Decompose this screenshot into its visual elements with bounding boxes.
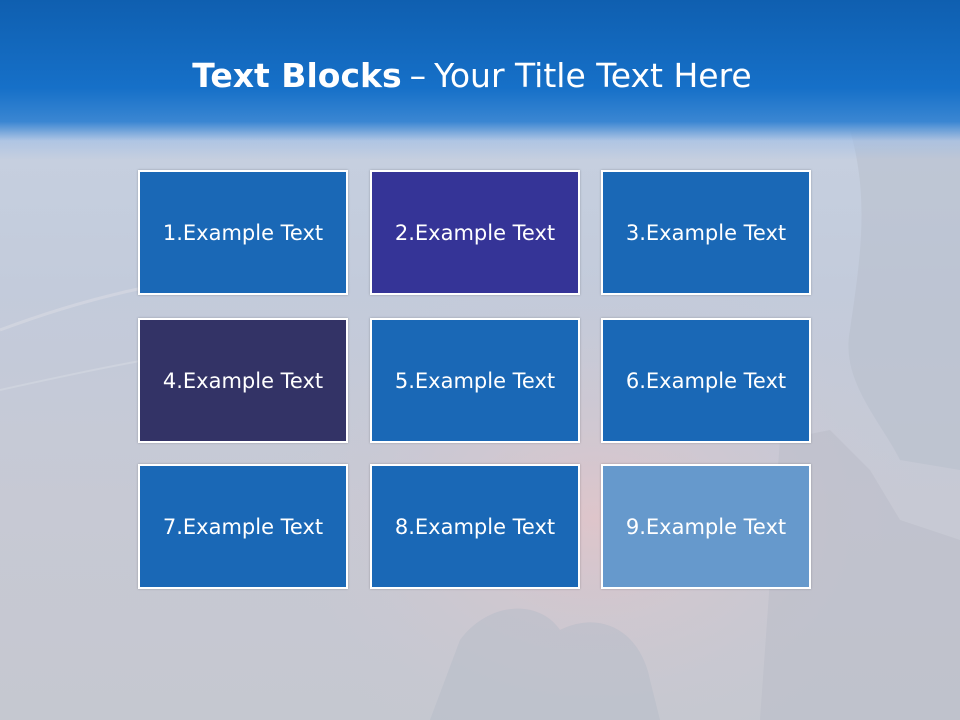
header-band — [0, 0, 960, 160]
text-block-4[interactable]: 4.Example Text — [138, 318, 348, 443]
text-block-3[interactable]: 3.Example Text — [601, 170, 811, 295]
text-block-label: 7.Example Text — [162, 514, 324, 539]
text-block-2[interactable]: 2.Example Text — [370, 170, 580, 295]
text-block-label: 1.Example Text — [162, 220, 324, 245]
text-block-label: 9.Example Text — [625, 514, 787, 539]
title-bold: Text Blocks — [192, 56, 402, 95]
text-block-label: 5.Example Text — [394, 368, 556, 393]
text-blocks-grid: 1.Example Text 2.Example Text 3.Example … — [138, 170, 816, 594]
text-block-label: 3.Example Text — [625, 220, 787, 245]
slide-title: Text Blocks–Your Title Text Here — [0, 54, 944, 98]
text-block-label: 4.Example Text — [162, 368, 324, 393]
text-block-label: 8.Example Text — [394, 514, 556, 539]
text-block-6[interactable]: 6.Example Text — [601, 318, 811, 443]
title-dash: – — [409, 56, 427, 95]
text-block-label: 2.Example Text — [394, 220, 556, 245]
text-block-7[interactable]: 7.Example Text — [138, 464, 348, 589]
text-block-5[interactable]: 5.Example Text — [370, 318, 580, 443]
text-block-1[interactable]: 1.Example Text — [138, 170, 348, 295]
text-block-9[interactable]: 9.Example Text — [601, 464, 811, 589]
text-block-label: 6.Example Text — [625, 368, 787, 393]
text-block-8[interactable]: 8.Example Text — [370, 464, 580, 589]
title-rest: Your Title Text Here — [434, 56, 752, 95]
